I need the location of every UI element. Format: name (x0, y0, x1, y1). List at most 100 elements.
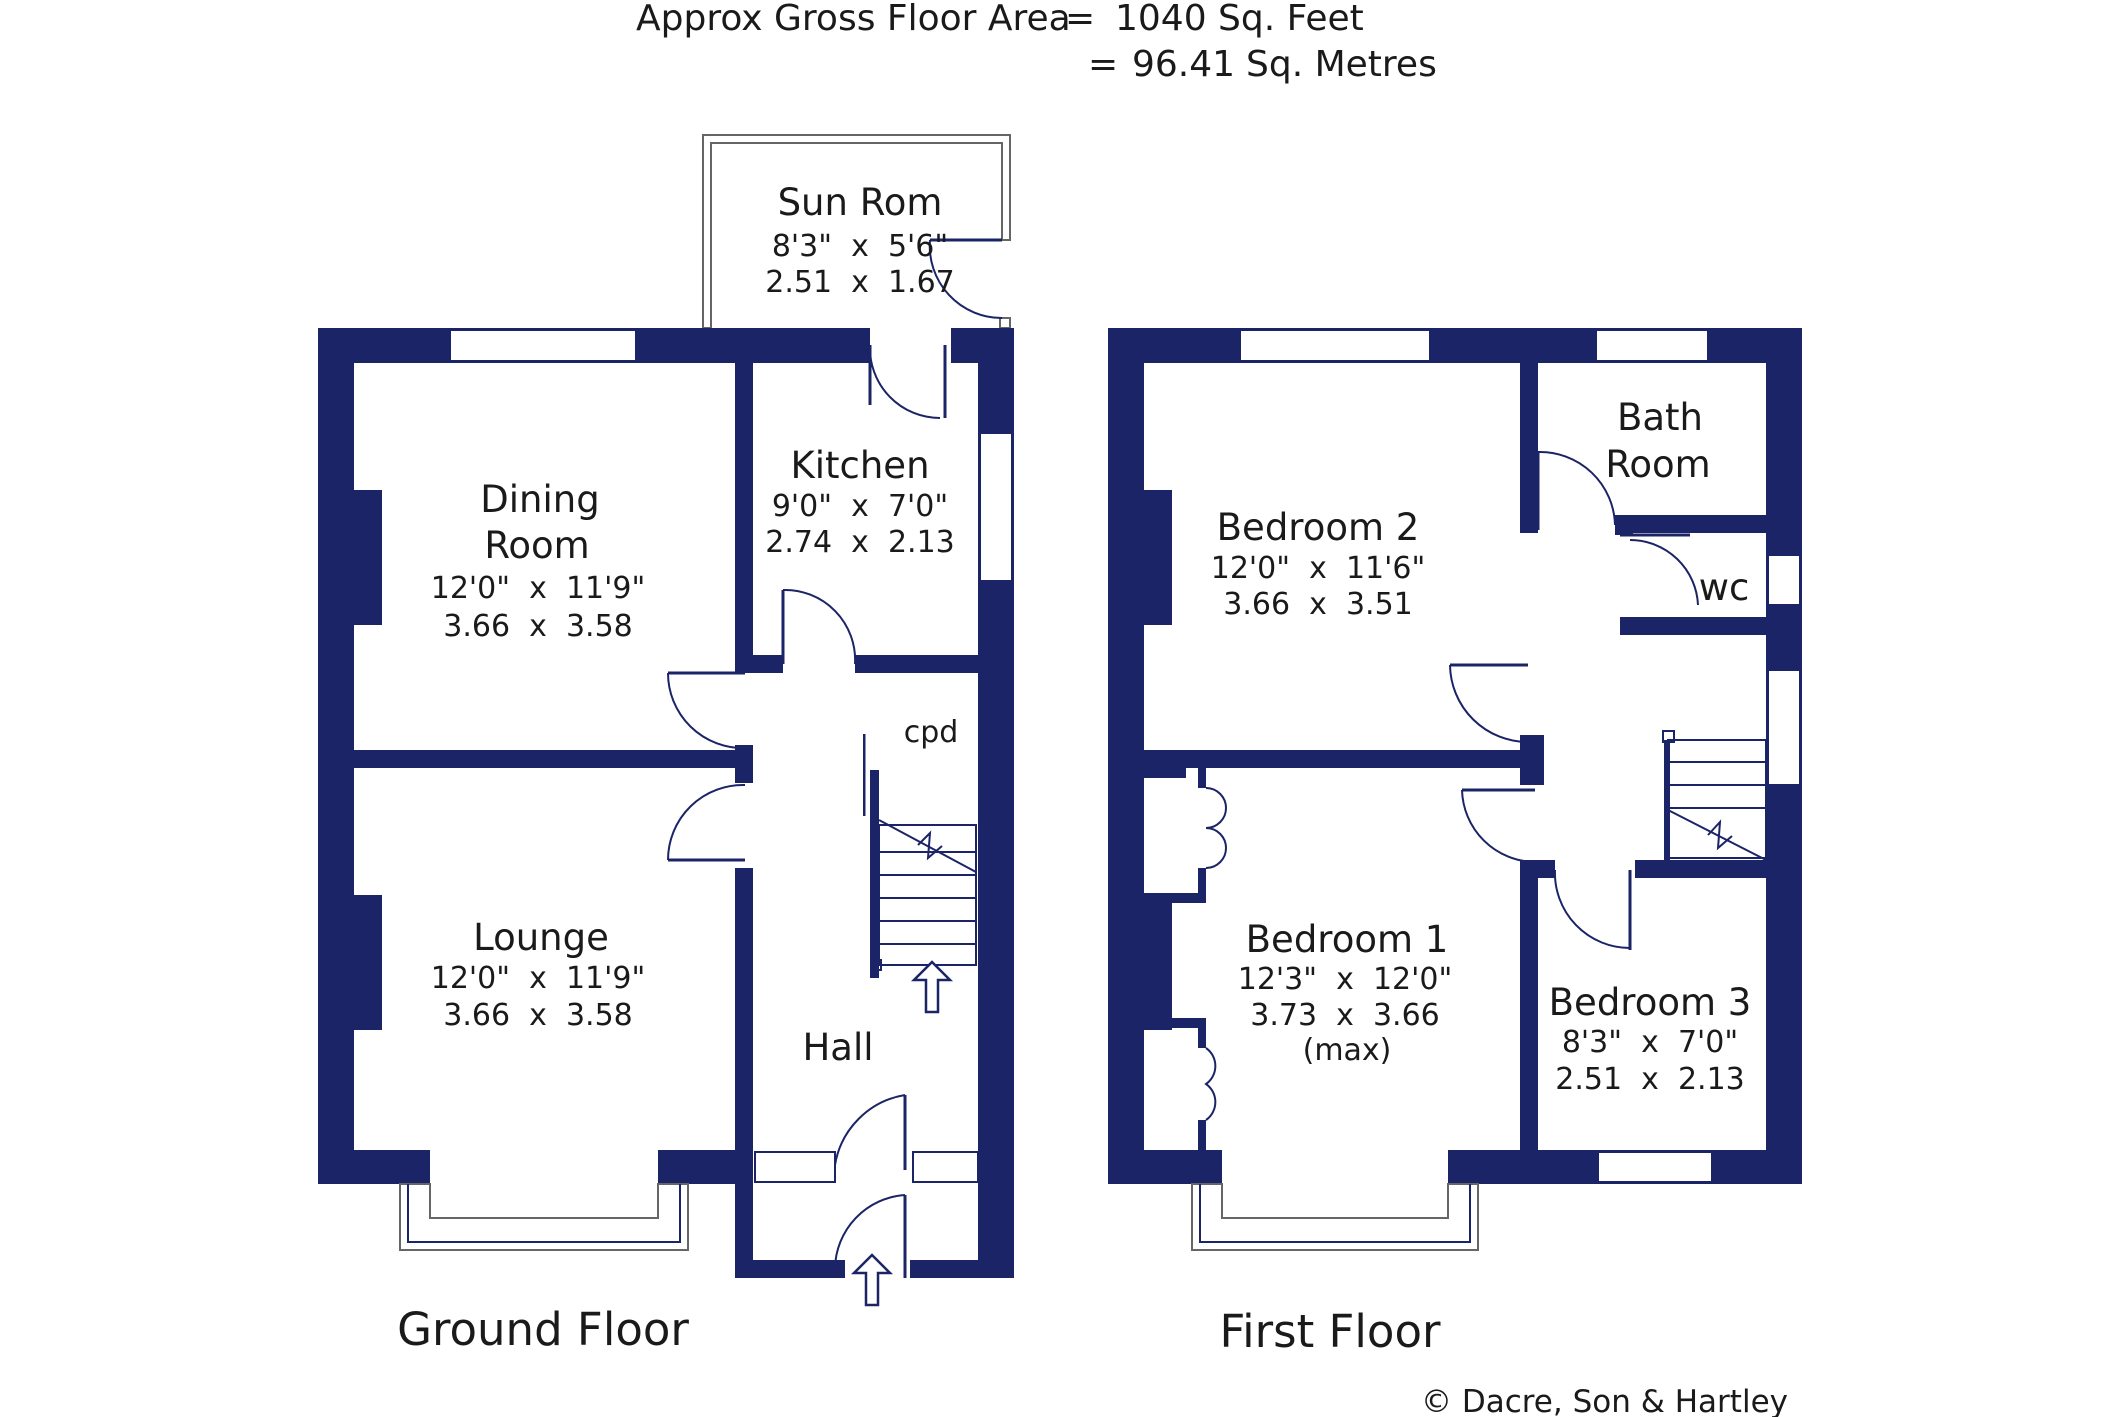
bedroom1-note: (max) (1303, 1033, 1392, 1068)
wc-bottom-wall (1620, 617, 1766, 635)
dining-lounge-wall (354, 750, 750, 768)
wardrobe-post-3 (1198, 1018, 1206, 1048)
wardrobe-door-1 (1205, 787, 1227, 869)
landing-wall-stub (1520, 735, 1544, 785)
sun-room-imperial: 8'3" x 5'6" (772, 229, 948, 264)
sun-room-door (928, 238, 1003, 320)
wardrobe-divider-2 (1144, 1018, 1206, 1028)
area-label: Approx Gross Floor Area (636, 0, 1071, 39)
wc-name: wc (1699, 566, 1750, 609)
cpd-partition (863, 734, 866, 816)
area-equals-1: = (1065, 0, 1095, 39)
dining-chimney-breast (354, 490, 382, 625)
stairs-up-arrow (910, 960, 954, 1014)
kitchen-window (979, 432, 1013, 582)
dining-door (667, 671, 746, 750)
bedroom3-top-wall-left (1520, 860, 1555, 878)
bedroom1-chimney-breast (1144, 895, 1172, 1030)
sun-room-metric: 2.51 x 1.67 (765, 265, 955, 300)
first-floor-stairs (1662, 730, 1767, 861)
porch-left-wall (735, 1150, 753, 1278)
bedroom1-door (1461, 788, 1536, 863)
ff-left-wall (1108, 328, 1144, 1184)
ff-bottom-wall-left (1108, 1150, 1222, 1184)
kitchen-metric: 2.74 x 2.13 (765, 525, 955, 560)
wc-door (1620, 533, 1699, 606)
wardrobe-post-1 (1198, 768, 1206, 788)
bedroom3-door (1553, 869, 1632, 950)
wardrobe-top (1144, 768, 1186, 778)
wardrobe-post-2 (1198, 868, 1206, 898)
area-equals-2: = (1088, 44, 1118, 85)
lounge-chimney-breast (354, 895, 382, 1030)
bedroom1-metric: 3.73 x 3.66 (1250, 998, 1440, 1033)
bedroom1-name: Bedroom 1 (1246, 918, 1449, 961)
bathroom-bottom-wall (1620, 515, 1766, 533)
lounge-hall-wall (735, 868, 753, 1150)
gf-bottom-wall-left (318, 1150, 430, 1184)
dining-window (449, 329, 637, 362)
ground-floor-plan: Sun Rom 8'3" x 5'6" 2.51 x 1.67 Kitchen … (318, 134, 1014, 1356)
lounge-bay-window (399, 1183, 689, 1251)
bedroom2-name: Bedroom 2 (1217, 506, 1420, 549)
dining-room-metric: 3.66 x 3.58 (443, 609, 633, 644)
bedroom3-imperial: 8'3" x 7'0" (1562, 1025, 1738, 1060)
lounge-imperial: 12'0" x 11'9" (431, 961, 646, 996)
dining-kitchen-wall (735, 363, 753, 663)
porch-bottom-wall-left (735, 1260, 845, 1278)
bedroom3-window (1597, 1151, 1713, 1183)
dining-room-imperial: 12'0" x 11'9" (431, 571, 646, 606)
bedroom2-window (1239, 329, 1431, 362)
sun-room-post (999, 317, 1011, 329)
hall-name: Hall (802, 1026, 873, 1069)
wc-window (1767, 554, 1801, 606)
bathroom-name-line1: Bath (1617, 396, 1703, 439)
bedroom3-metric: 2.51 x 2.13 (1555, 1062, 1745, 1097)
area-sqm-unit: Sq. Metres (1246, 44, 1437, 85)
first-floor-label: First Floor (1220, 1305, 1441, 1358)
bedroom2-chimney-breast (1144, 490, 1172, 625)
lounge-name: Lounge (473, 916, 609, 959)
hall-front-inner-door (834, 1094, 907, 1170)
area-sqft-value: 1040 (1115, 0, 1207, 39)
bath-door-jamb (1615, 515, 1633, 535)
bedroom2-metric: 3.66 x 3.51 (1223, 587, 1413, 622)
bedroom1-right-wall (1520, 868, 1538, 1150)
gf-left-wall (318, 328, 354, 1184)
dining-room-name-line1: Dining (480, 478, 599, 521)
bedroom1-bay-window (1191, 1183, 1479, 1251)
ground-floor-stairs (870, 819, 977, 971)
wardrobe-post-4 (1198, 1120, 1206, 1150)
first-floor-plan: Bedroom 2 12'0" x 11'6" 3.66 x 3.51 Bath… (1108, 328, 1802, 1358)
bedroom1-imperial: 12'3" x 12'0" (1238, 962, 1453, 997)
bathroom-name-line2: Room (1605, 443, 1710, 486)
entrance-arrow (850, 1253, 894, 1307)
bedroom-divider-wall (1144, 750, 1544, 768)
wardrobe-divider (1144, 893, 1206, 903)
porch-bottom-wall-right (910, 1260, 1014, 1278)
bedroom2-imperial: 12'0" x 11'6" (1211, 551, 1426, 586)
bedroom2-right-wall (1520, 363, 1538, 533)
sun-room-name: Sun Rom (778, 181, 943, 224)
kitchen-bottom-wall-left (735, 655, 783, 673)
lounge-metric: 3.66 x 3.58 (443, 998, 633, 1033)
dining-room-name-line2: Room (484, 524, 589, 567)
kitchen-name: Kitchen (790, 444, 929, 487)
stair-rail (870, 770, 879, 978)
kitchen-back-door (868, 344, 947, 420)
bedroom3-top-wall-right (1635, 860, 1766, 878)
ground-floor-label: Ground Floor (397, 1303, 689, 1356)
bedroom3-name: Bedroom 3 (1549, 981, 1752, 1024)
kitchen-bottom-wall-right (855, 655, 978, 673)
cpd-name: cpd (904, 715, 959, 750)
hall-window-left (754, 1151, 836, 1183)
bedroom2-door (1449, 663, 1529, 743)
area-sqm-value: 96.41 (1132, 44, 1235, 85)
bathroom-door (1536, 450, 1616, 530)
wardrobe-door-2 (1204, 1047, 1217, 1121)
gross-floor-area: Approx Gross Floor Area = 1040 Sq. Feet … (636, 0, 1437, 85)
kitchen-imperial: 9'0" x 7'0" (772, 489, 948, 524)
bathroom-window (1595, 329, 1709, 362)
kitchen-door (781, 588, 857, 665)
